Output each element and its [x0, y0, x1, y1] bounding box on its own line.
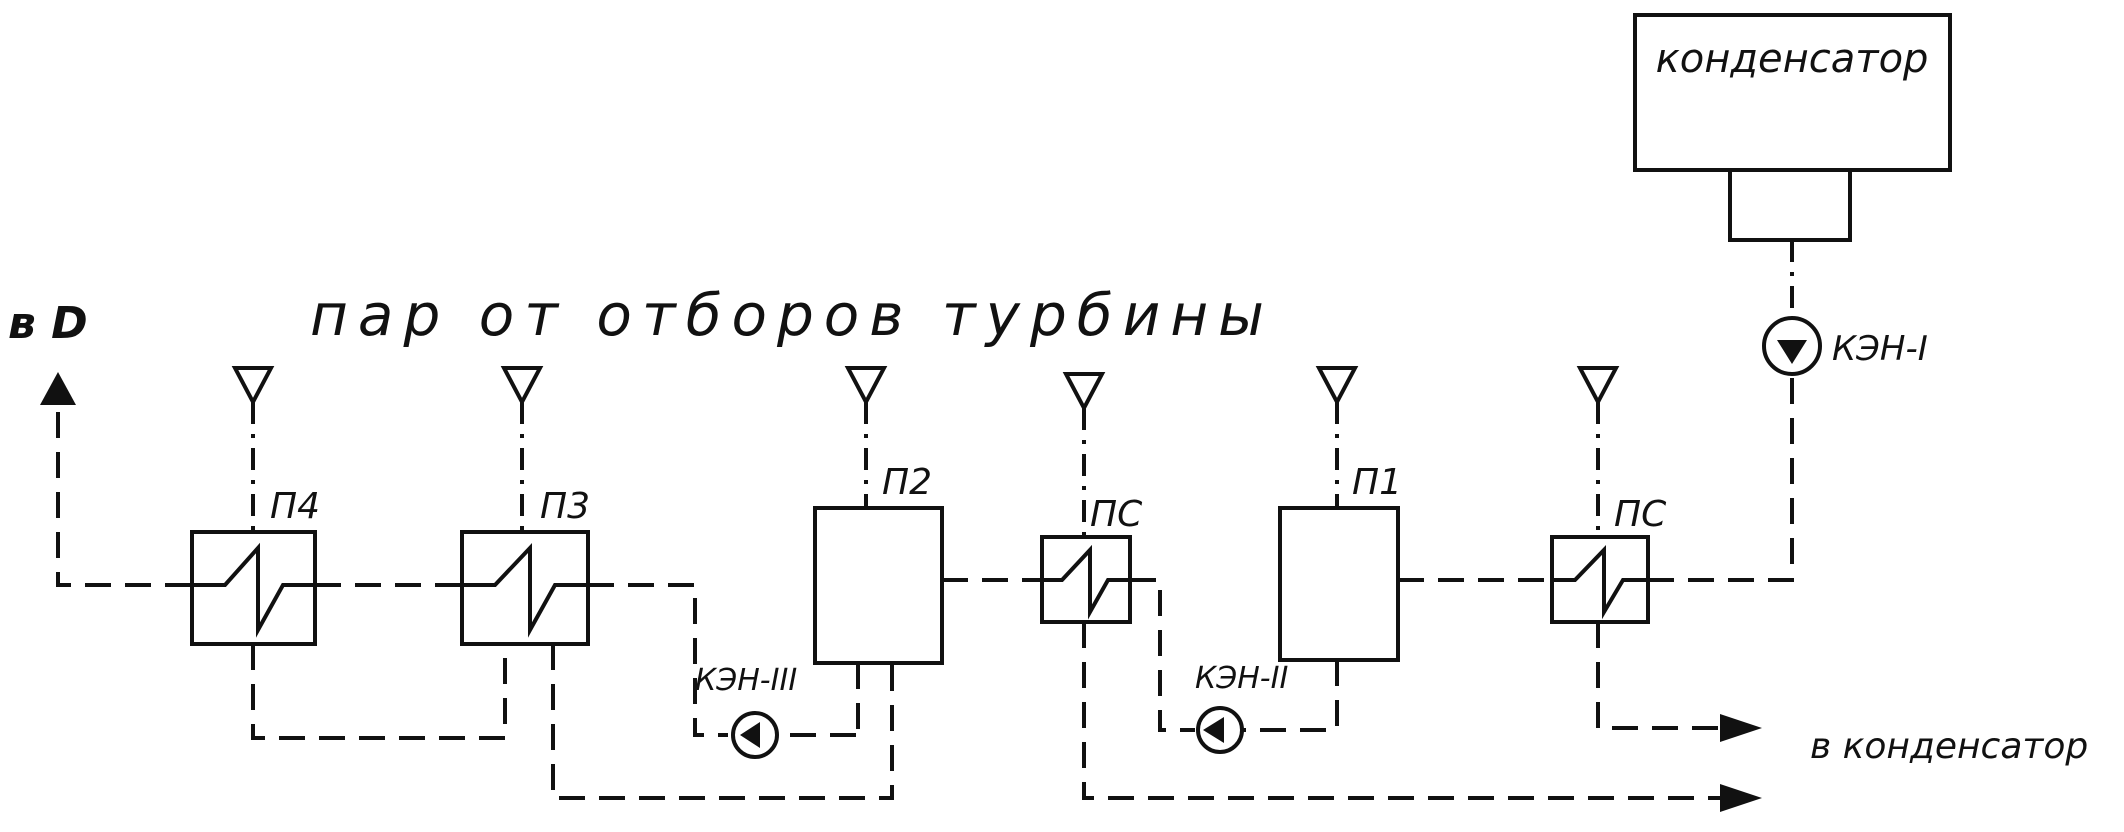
triangle-down-icon	[1576, 366, 1620, 407]
pump-1: КЭН-I	[1762, 316, 1928, 376]
pump-3: КЭН-III	[695, 663, 797, 759]
steam-tap-p2	[844, 366, 888, 508]
triangle-down-icon	[1315, 366, 1359, 407]
steam-tap-ps-left	[1062, 372, 1106, 537]
pump-3-label: КЭН-III	[695, 663, 797, 698]
pump-2-label: КЭН-II	[1195, 661, 1288, 696]
condenser-label: конденсатор	[1656, 36, 1929, 82]
main-condensate-line	[56, 375, 1794, 737]
coil-icon	[1042, 544, 1130, 620]
heater-p2-body	[813, 506, 944, 665]
heater-ps-left-label: ПС	[1090, 494, 1143, 535]
heater-p4: П4	[190, 486, 320, 646]
heater-ps-right-label: ПС	[1614, 494, 1667, 535]
to-deaerator-label: в D	[8, 298, 88, 349]
heater-p3-label: П3	[540, 486, 590, 527]
arrow-right-icon	[1720, 784, 1762, 812]
condenser-body	[1633, 13, 1952, 172]
triangle-down-icon	[500, 366, 544, 407]
heater-p4-label: П4	[270, 486, 320, 527]
coil-icon	[192, 542, 315, 638]
heater-p3: П3	[460, 486, 590, 646]
coil-icon	[462, 542, 588, 638]
steam-tap-p3	[500, 366, 544, 535]
heater-ps-left: ПС	[1040, 494, 1143, 624]
heater-p4-body	[190, 530, 317, 646]
heater-ps-right: ПС	[1550, 494, 1667, 624]
triangle-down-icon	[1062, 372, 1106, 413]
pump-1-label: КЭН-I	[1832, 329, 1928, 369]
triangle-down-icon	[844, 366, 888, 407]
drain-lines	[251, 622, 1720, 800]
steam-tap-p4	[231, 366, 275, 535]
steam-taps	[231, 240, 1794, 537]
coil-icon	[1552, 545, 1648, 620]
pump-2: КЭН-II	[1195, 661, 1288, 754]
heater-p2: П2	[813, 462, 944, 665]
heater-p1: П1	[1278, 462, 1402, 662]
arrow-right-icon	[1720, 714, 1762, 742]
heater-p1-body	[1278, 506, 1400, 662]
condenser-hotwell	[1728, 168, 1852, 242]
condenser-block: конденсатор	[1633, 13, 1952, 242]
to-condenser-label: в конденсатор	[1810, 726, 2088, 767]
heater-p3-body	[460, 530, 590, 646]
triangle-down-icon	[231, 366, 275, 407]
flow-arrows	[40, 372, 1762, 812]
heater-p1-label: П1	[1352, 462, 1402, 503]
arrow-up-icon	[40, 372, 76, 405]
steam-header-label: пар от отборов турбины	[310, 281, 1274, 349]
steam-tap-ps-right	[1576, 366, 1620, 537]
heater-p2-label: П2	[882, 462, 932, 503]
steam-tap-p1	[1315, 366, 1359, 508]
